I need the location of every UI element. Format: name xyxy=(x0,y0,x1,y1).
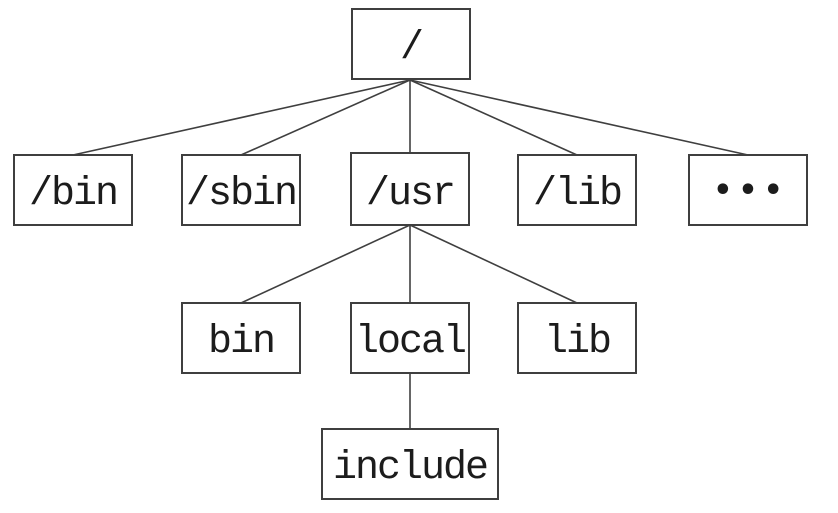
node-usr-local-label: local xyxy=(355,320,465,365)
node-include: include xyxy=(321,428,499,500)
node-sbin: /sbin xyxy=(181,154,301,226)
node-usr-bin: bin xyxy=(181,302,301,374)
edge-root-more xyxy=(409,79,749,156)
node-lib-top-label: /lib xyxy=(533,172,621,217)
edge-usr-bin xyxy=(240,224,411,304)
node-root: / xyxy=(351,8,471,80)
node-ellipsis-box xyxy=(688,154,808,226)
edge-root-lib xyxy=(409,79,578,156)
edge-usr-lib xyxy=(409,224,578,304)
node-root-label: / xyxy=(400,26,422,71)
ellipsis-icon: ••• xyxy=(713,173,789,208)
edge-root-sbin xyxy=(240,79,411,156)
edge-root-bin xyxy=(72,79,411,156)
node-lib-top-box xyxy=(517,154,637,226)
node-include-box xyxy=(321,428,499,500)
node-root-box xyxy=(351,8,471,80)
node-usr-lib-box xyxy=(517,302,637,374)
node-usr-box xyxy=(350,152,470,226)
node-bin-top-box xyxy=(13,154,133,226)
node-usr-lib-label: lib xyxy=(544,320,610,365)
node-sbin-box xyxy=(181,154,301,226)
node-ellipsis: ••• xyxy=(688,154,808,226)
node-lib-top: /lib xyxy=(517,154,637,226)
node-usr-lib: lib xyxy=(517,302,637,374)
node-usr-local-box xyxy=(350,302,470,374)
node-usr-bin-box xyxy=(181,302,301,374)
edges-root-to-level1 xyxy=(72,79,749,156)
node-usr-label: /usr xyxy=(366,172,454,217)
node-bin-top: /bin xyxy=(13,154,133,226)
node-sbin-label: /sbin xyxy=(186,172,296,217)
edges-usr-to-level2 xyxy=(240,224,578,304)
node-include-label: include xyxy=(333,446,487,491)
node-usr-bin-label: bin xyxy=(208,320,274,365)
node-usr-local: local xyxy=(350,302,470,374)
node-bin-top-label: /bin xyxy=(29,172,117,217)
node-usr: /usr xyxy=(350,152,470,226)
